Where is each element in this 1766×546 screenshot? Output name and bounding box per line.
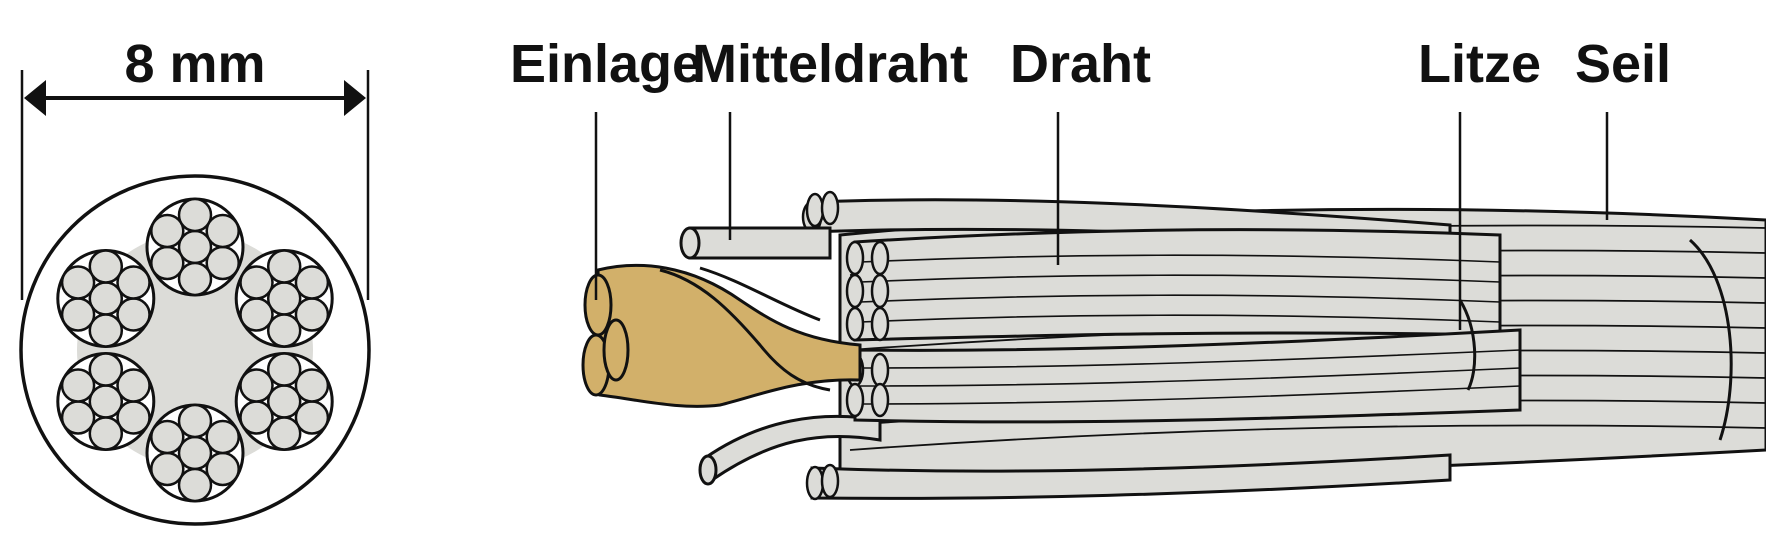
wire-circle xyxy=(116,368,151,403)
wire-circle xyxy=(88,249,124,284)
wire-circle xyxy=(239,400,274,435)
strand-bottom-wire-ends xyxy=(805,463,840,501)
wire-circle xyxy=(177,467,213,503)
wire-circle xyxy=(294,368,330,403)
label-einlage: Einlage xyxy=(510,34,702,94)
wire-circle xyxy=(205,213,240,249)
wire-end xyxy=(845,273,865,309)
strand-middle-upper xyxy=(853,228,1502,342)
wire-circle xyxy=(88,313,124,348)
wire-circle xyxy=(116,265,151,300)
wire-circle xyxy=(177,403,213,439)
wire-circle xyxy=(177,261,213,297)
labels: Einlage Mitteldraht Draht Litze Seil xyxy=(510,34,1671,330)
strand-middle-lower xyxy=(853,328,1522,424)
wire-line xyxy=(859,274,1501,283)
wire-end xyxy=(820,190,840,226)
wire-end xyxy=(805,465,825,501)
core-end-lower-right xyxy=(602,318,630,382)
center-wire xyxy=(688,226,832,260)
wire-circle xyxy=(150,213,185,249)
wire-circle xyxy=(60,297,96,332)
label-mitteldraht: Mitteldraht xyxy=(692,34,968,94)
wire-circle xyxy=(266,313,302,348)
dimension-arrow-right xyxy=(344,80,366,116)
label-seil: Seil xyxy=(1575,34,1671,94)
wire-circle xyxy=(60,368,96,403)
wire-circle xyxy=(60,400,96,435)
wire-end xyxy=(820,463,840,499)
center-wire-end xyxy=(679,226,701,260)
dimension-label: 8 mm xyxy=(124,34,265,94)
wire-circle xyxy=(177,197,213,233)
wire-line xyxy=(859,349,1521,369)
core-twist-line-2 xyxy=(699,266,821,322)
wire-circle xyxy=(266,416,302,451)
core-twist-line-1 xyxy=(659,268,831,392)
wire-circle xyxy=(239,297,274,332)
wire-line xyxy=(859,294,1501,303)
wire-end xyxy=(805,192,825,228)
wire-circle xyxy=(266,249,302,284)
wire-end xyxy=(870,352,890,388)
strand-bottom xyxy=(810,453,1452,500)
loose-wire-end xyxy=(698,454,718,486)
wire-circle xyxy=(239,265,274,300)
label-litze: Litze xyxy=(1418,34,1541,94)
wire-circle xyxy=(205,419,240,455)
seil-wrap xyxy=(1689,238,1733,441)
loose-wire xyxy=(703,414,882,483)
strand-top-wire-ends xyxy=(805,190,840,228)
wire-circle xyxy=(239,368,274,403)
wire-circle xyxy=(88,352,124,387)
cross-section: 8 mm xyxy=(19,34,371,526)
wire-end xyxy=(870,240,890,276)
wire-circle xyxy=(294,265,330,300)
rope-side-view xyxy=(581,190,1766,501)
label-draht: Draht xyxy=(1010,34,1151,94)
strand-group xyxy=(56,197,334,503)
wire-line xyxy=(859,254,1501,263)
wire-circle xyxy=(266,352,302,387)
strand-middle-wires xyxy=(859,254,1521,405)
wire-line xyxy=(849,424,1766,451)
dimension-arrow-left xyxy=(24,80,46,116)
wire-line xyxy=(859,385,1521,405)
wire-end xyxy=(870,273,890,309)
wire-line xyxy=(859,314,1501,323)
wire-circle xyxy=(150,419,185,455)
wire-circle xyxy=(150,451,185,487)
litze-wrap xyxy=(1458,299,1477,391)
core xyxy=(596,263,862,408)
core-end-upper xyxy=(583,273,613,337)
wire-circle xyxy=(60,265,96,300)
wire-line xyxy=(859,367,1521,387)
wire-end xyxy=(845,382,865,418)
wire-circle xyxy=(88,416,124,451)
wire-end xyxy=(845,240,865,276)
wire-end xyxy=(870,382,890,418)
wire-end xyxy=(870,306,890,342)
wire-circle xyxy=(150,245,185,281)
wire-end xyxy=(845,306,865,342)
